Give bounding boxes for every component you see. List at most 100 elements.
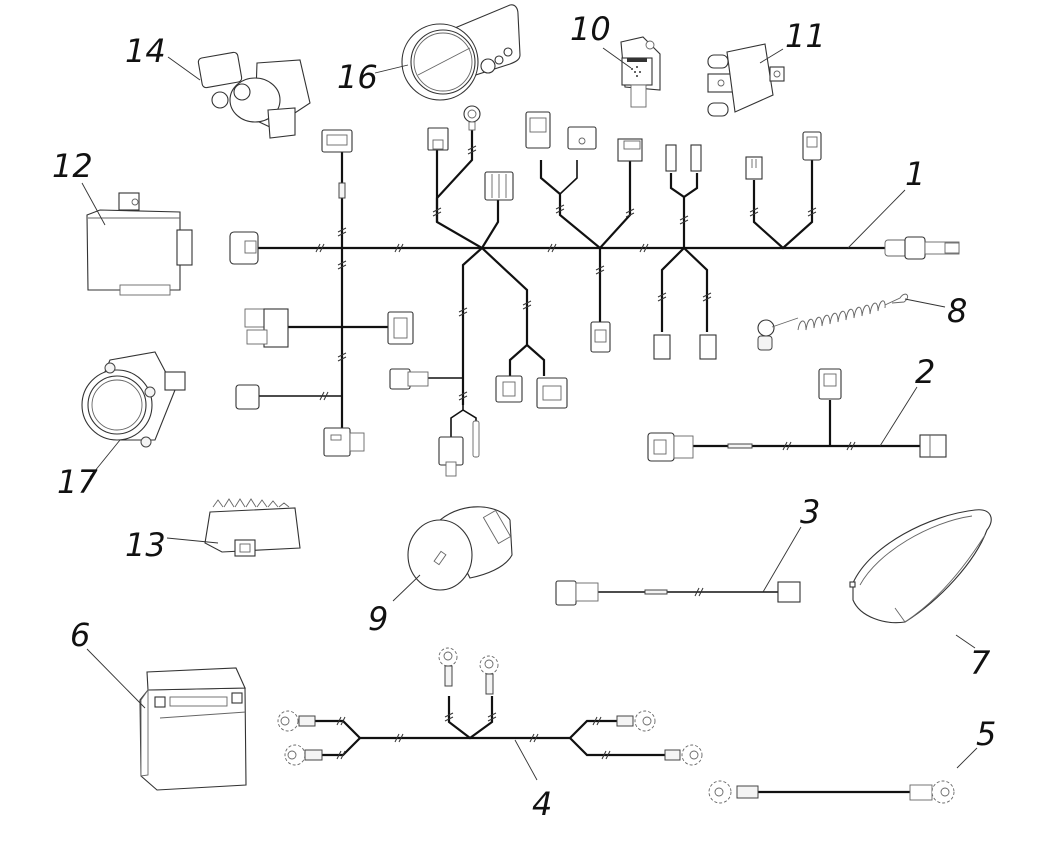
ground-cable[interactable] — [708, 780, 955, 804]
leader-lines — [81, 47, 978, 781]
leader-13 — [166, 537, 219, 544]
battery-cable-harness[interactable] — [277, 647, 703, 766]
leader-2 — [879, 386, 918, 447]
connector-right-2 — [802, 131, 822, 161]
branch-group-center — [539, 160, 632, 250]
connector-top-left — [321, 129, 353, 153]
callout-2: 2 — [915, 353, 935, 391]
connector-left-ecu — [229, 231, 259, 265]
connector-down-center — [590, 321, 611, 353]
connector-lower-left — [235, 384, 260, 410]
ext-sleeve — [644, 589, 668, 595]
battery-cable-lower-right — [569, 737, 665, 757]
ignition-switch[interactable] — [197, 51, 311, 139]
leader-6 — [86, 648, 146, 709]
connector-side — [389, 368, 429, 390]
tail-light[interactable] — [849, 509, 992, 624]
voltage-regulator[interactable] — [204, 498, 301, 557]
branch-down-a — [660, 247, 685, 332]
leader-3 — [762, 526, 802, 593]
leader-12 — [81, 182, 106, 226]
connector-down-a — [653, 334, 671, 360]
headlight[interactable] — [81, 351, 186, 448]
battery-cable-upper — [315, 719, 617, 740]
callout-12: 12 — [52, 147, 93, 185]
callout-17: 17 — [57, 463, 98, 501]
callout-9: 9 — [368, 600, 388, 638]
callout-10: 10 — [570, 10, 611, 48]
aux-break-marks — [782, 441, 856, 451]
ring-terminal-center-b — [479, 655, 499, 695]
ground-terminal-left — [708, 780, 759, 804]
branch-group-right — [752, 160, 814, 250]
connector-fork-a — [495, 375, 523, 403]
ext-connector-right — [777, 581, 801, 603]
aux-connector-left — [647, 432, 694, 462]
ring-terminal-top — [463, 105, 481, 131]
extension-cable[interactable] — [555, 580, 801, 606]
callout-13: 13 — [125, 526, 166, 564]
battery-cable-break-marks — [336, 712, 611, 760]
callout-5: 5 — [976, 715, 996, 753]
ring-terminal-center-a — [438, 647, 458, 687]
connector-bottom-left — [323, 427, 365, 457]
connector-down-b — [699, 334, 717, 360]
branch-pair-left — [669, 173, 686, 248]
main-wiring-harness[interactable] — [229, 105, 960, 477]
connector-top-1 — [427, 127, 449, 151]
leader-10 — [602, 47, 632, 69]
safety-lanyard-switch[interactable] — [757, 293, 909, 351]
relay-module[interactable] — [620, 36, 661, 108]
ring-terminal-left-top — [277, 710, 316, 732]
callout-14: 14 — [125, 32, 166, 70]
ext-break-marks — [694, 587, 704, 597]
callout-7: 7 — [970, 644, 991, 682]
instrument-cluster[interactable] — [401, 4, 521, 101]
leader-16 — [374, 64, 409, 74]
ground-terminal-right — [909, 780, 955, 804]
leader-1 — [847, 189, 906, 249]
leader-7 — [955, 634, 976, 649]
ring-terminal-right-bottom — [664, 744, 703, 766]
connector-top-2 — [484, 171, 514, 201]
leader-9 — [392, 574, 421, 602]
callout-labels: 1 2 3 4 5 6 7 8 9 10 11 12 13 14 16 17 — [52, 10, 996, 823]
leader-11 — [759, 48, 784, 64]
callout-4: 4 — [532, 785, 552, 823]
leader-4 — [514, 739, 538, 781]
control-unit[interactable] — [86, 192, 193, 296]
battery[interactable] — [139, 667, 247, 791]
branch-pair-right — [683, 173, 699, 198]
auxiliary-harness[interactable] — [647, 368, 947, 462]
spade-terminal-b — [690, 144, 702, 172]
lanyard-plug — [757, 319, 775, 351]
ignition-coil[interactable] — [707, 43, 785, 117]
connector-center-1 — [525, 111, 551, 149]
callout-3: 3 — [800, 493, 820, 531]
connector-bottom-a — [438, 436, 464, 477]
connector-mid-right — [387, 311, 414, 345]
connector-right-1 — [745, 156, 763, 180]
power-socket[interactable] — [407, 506, 513, 591]
bullet-terminal — [472, 420, 480, 458]
branch-fork-right — [526, 344, 546, 376]
branch-fork-left — [508, 330, 529, 376]
callout-1: 1 — [905, 155, 925, 193]
leader-14 — [167, 56, 201, 81]
spade-terminal-a — [665, 144, 677, 172]
battery-cable-center — [447, 696, 494, 740]
callout-8: 8 — [947, 292, 967, 330]
leader-8 — [904, 298, 946, 308]
ring-terminal-right-top — [616, 710, 656, 732]
callout-6: 6 — [70, 616, 90, 654]
connector-center-3 — [617, 138, 643, 162]
ring-terminal-left-bottom — [284, 744, 323, 766]
branch-down-b — [683, 247, 709, 332]
lanyard-coil — [797, 300, 886, 331]
leader-17 — [89, 439, 121, 478]
cable-break-marks — [315, 145, 817, 401]
connector-mid-left — [244, 308, 289, 348]
callout-11: 11 — [785, 17, 826, 55]
